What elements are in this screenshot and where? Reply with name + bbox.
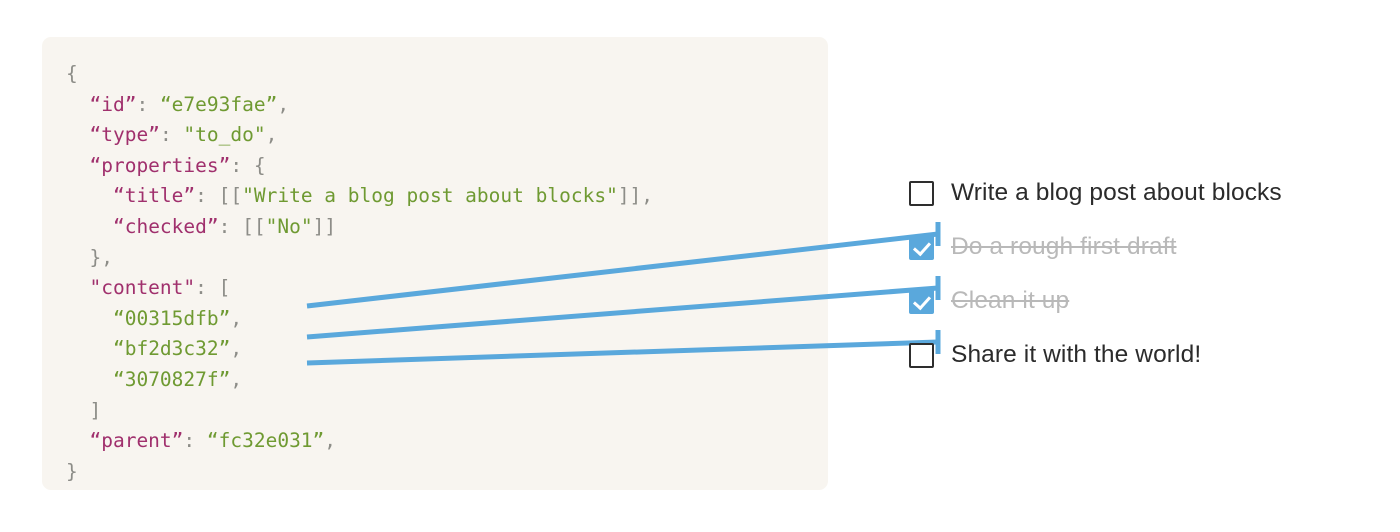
- json-code-block: { “id”: “e7e93fae”, “type”: "to_do", “pr…: [66, 59, 653, 487]
- code-indent: [66, 368, 113, 391]
- todo-item-label[interactable]: Share it with the world!: [951, 341, 1202, 368]
- code-line: “id”: “e7e93fae”,: [66, 90, 653, 121]
- checkbox-checked-icon[interactable]: [909, 288, 934, 314]
- code-token-pun: :: [136, 92, 160, 116]
- code-indent: [66, 307, 113, 330]
- code-line: “00315dfb”,: [66, 304, 653, 335]
- code-token-pun: ]]: [312, 214, 337, 238]
- code-token-pun: ]],: [617, 184, 654, 208]
- code-token-str: "No": [265, 214, 313, 238]
- code-indent: [66, 93, 89, 116]
- code-indent: [66, 184, 113, 207]
- checkbox-unchecked-icon[interactable]: [909, 180, 934, 206]
- code-line: ]: [66, 396, 653, 427]
- code-token-str: “3070827f”: [112, 367, 231, 391]
- code-token-pun: : [: [195, 276, 231, 300]
- code-token-key: “title”: [112, 184, 196, 208]
- code-token-key: “type”: [89, 123, 160, 147]
- todo-item[interactable]: Do a rough first draft: [909, 220, 1329, 274]
- code-token-pun: },: [89, 245, 113, 269]
- code-token-key: “id”: [89, 92, 137, 116]
- code-token-pun: ,: [230, 367, 243, 391]
- code-indent: [66, 246, 89, 269]
- code-token-str: “bf2d3c32”: [112, 337, 231, 361]
- code-token-str: “e7e93fae”: [159, 92, 278, 116]
- code-line: “title”: [["Write a blog post about bloc…: [66, 181, 653, 212]
- code-line: }: [66, 457, 653, 488]
- code-indent: [66, 399, 89, 422]
- code-indent: [66, 154, 89, 177]
- code-line: “3070827f”,: [66, 365, 653, 396]
- code-token-pun: : [[: [218, 214, 266, 238]
- json-code-panel: { “id”: “e7e93fae”, “type”: "to_do", “pr…: [42, 37, 828, 490]
- code-token-key: “properties”: [89, 153, 231, 177]
- code-line: },: [66, 243, 653, 274]
- code-token-pun: :: [183, 429, 207, 453]
- code-token-str: "to_do": [183, 123, 266, 147]
- code-token-key: “checked”: [112, 214, 219, 238]
- code-line: “checked”: [["No"]]: [66, 212, 653, 243]
- todo-item-label[interactable]: Write a blog post about blocks: [951, 179, 1282, 206]
- todo-item[interactable]: Share it with the world!: [909, 328, 1329, 382]
- todo-item[interactable]: Clean it up: [909, 274, 1329, 328]
- checkbox-checked-icon[interactable]: [909, 234, 934, 260]
- code-indent: [66, 429, 89, 452]
- code-token-pun: }: [66, 459, 78, 483]
- code-indent: [66, 276, 89, 299]
- code-indent: [66, 337, 113, 360]
- code-token-pun: ,: [230, 306, 243, 330]
- todo-item[interactable]: Write a blog post about blocks: [909, 166, 1329, 220]
- code-token-str: “fc32e031”: [206, 429, 325, 453]
- todo-item-label[interactable]: Clean it up: [951, 287, 1070, 314]
- code-token-key: “parent”: [89, 429, 184, 453]
- code-token-pun: ]: [89, 398, 102, 422]
- code-line: "content": [: [66, 273, 653, 304]
- code-line: “properties”: {: [66, 151, 653, 182]
- code-line: “type”: "to_do",: [66, 120, 653, 151]
- code-indent: [66, 123, 89, 146]
- code-token-str: “00315dfb”: [112, 306, 231, 330]
- code-token-pun: ,: [230, 337, 243, 361]
- checkbox-unchecked-icon[interactable]: [909, 342, 934, 368]
- code-token-str: "Write a blog post about blocks": [242, 184, 618, 208]
- code-indent: [66, 215, 113, 238]
- code-token-key: "content": [89, 276, 196, 300]
- code-line: “bf2d3c32”,: [66, 334, 653, 365]
- code-token-pun: ,: [265, 123, 278, 147]
- code-token-pun: : {: [230, 153, 266, 177]
- code-line: “parent”: “fc32e031”,: [66, 426, 653, 457]
- code-token-pun: : [[: [195, 184, 243, 208]
- code-line: {: [66, 59, 653, 90]
- todo-list: Write a blog post about blocks Do a rough…: [909, 166, 1329, 382]
- code-token-pun: :: [159, 123, 184, 147]
- code-token-pun: ,: [277, 92, 290, 116]
- code-token-pun: ,: [324, 429, 337, 453]
- code-token-pun: {: [66, 62, 78, 85]
- todo-item-label[interactable]: Do a rough first draft: [951, 233, 1177, 260]
